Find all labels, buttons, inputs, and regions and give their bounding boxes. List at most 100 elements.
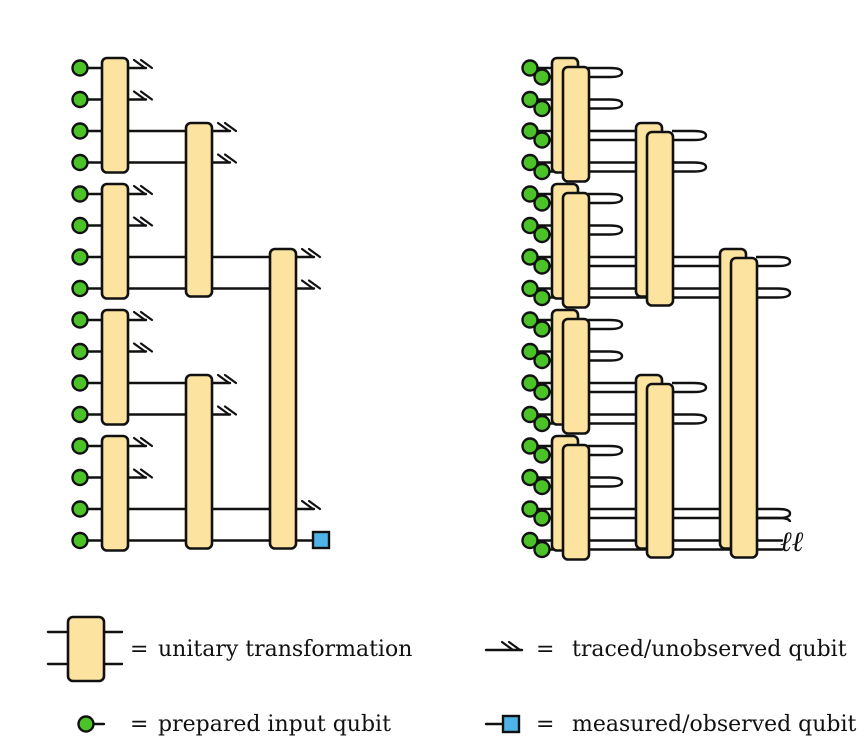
input-qubit xyxy=(71,500,89,518)
traced-slash xyxy=(139,342,154,353)
unitary-gate-layer3-copy xyxy=(729,256,759,559)
traced-slash xyxy=(132,310,147,322)
traced-output xyxy=(126,342,154,353)
unitary-gate-layer1-copy xyxy=(561,317,591,435)
traced-slash xyxy=(300,279,315,290)
input-qubit-copy xyxy=(533,162,551,181)
input-qubit-copy xyxy=(533,68,551,86)
input-qubit-copy xyxy=(533,540,551,559)
input-qubit xyxy=(71,248,89,266)
traced-output xyxy=(126,216,154,227)
input-qubit xyxy=(71,468,89,487)
input-qubit-copy xyxy=(533,414,551,433)
input-legend-symbol xyxy=(77,715,106,733)
input-qubit-copy xyxy=(533,351,551,370)
traced-loop xyxy=(672,161,708,173)
traced-slash xyxy=(132,436,147,448)
input-qubit xyxy=(521,279,539,298)
traced-slash xyxy=(139,310,154,322)
unitary-legend-equals: = xyxy=(130,637,148,662)
input-qubit xyxy=(71,374,89,392)
measured-legend-label: measured/observed qubit xyxy=(572,712,857,737)
traced-slash xyxy=(132,468,147,479)
input-qubit-copy xyxy=(533,194,551,212)
input-qubit xyxy=(521,531,539,550)
input-qubit xyxy=(521,437,539,455)
traced-slash xyxy=(139,58,154,70)
input-qubit xyxy=(521,405,539,424)
traced-slash xyxy=(139,216,154,227)
traced-loop xyxy=(588,350,624,362)
traced-loop xyxy=(588,318,624,331)
input-qubit xyxy=(71,90,89,109)
traced-output xyxy=(126,436,154,448)
unitary-gate-layer1-copy xyxy=(561,191,591,309)
traced-output xyxy=(126,468,154,479)
traced-loop xyxy=(588,444,624,457)
unitary-gate-layer1 xyxy=(100,308,130,426)
input-qubit-copy xyxy=(533,288,551,307)
input-qubit xyxy=(71,122,89,140)
traced-output xyxy=(210,373,238,385)
traced-slash xyxy=(139,436,154,448)
measured-legend-equals: = xyxy=(536,712,554,737)
traced-loop xyxy=(672,129,708,142)
input-qubit xyxy=(71,279,89,298)
traced-slash xyxy=(223,121,238,133)
unitary-gate-layer1 xyxy=(100,434,130,552)
unitary-gate-layer1-copy xyxy=(561,65,591,183)
traced-loop xyxy=(756,507,792,520)
input-qubit xyxy=(521,59,539,77)
traced-slash xyxy=(216,373,231,385)
traced-output xyxy=(210,153,238,164)
input-qubit xyxy=(71,405,89,424)
traced-loop xyxy=(588,66,624,79)
input-qubit-copy xyxy=(533,477,551,496)
legend-traced-slash xyxy=(507,640,522,652)
input-qubit-copy xyxy=(533,446,551,464)
unitary-gate-layer2-copy xyxy=(645,130,675,307)
traced-output xyxy=(126,184,154,196)
traced-slash xyxy=(139,184,154,196)
traced-legend-label: traced/unobserved qubit xyxy=(572,637,847,662)
input-qubit xyxy=(71,437,89,455)
traced-slash xyxy=(132,58,147,70)
input-qubit-copy xyxy=(533,383,551,401)
legend-traced-slash xyxy=(500,640,515,652)
traced-legend-equals: = xyxy=(536,637,554,662)
traced-legend-symbol xyxy=(484,640,524,652)
traced-output xyxy=(126,58,154,70)
measured-qubit xyxy=(311,530,331,550)
traced-loop xyxy=(588,192,624,205)
traced-slash xyxy=(223,373,238,385)
unitary-legend-symbol xyxy=(46,615,124,683)
traced-output xyxy=(294,247,322,259)
traced-output xyxy=(126,310,154,322)
traced-slash xyxy=(216,121,231,133)
traced-slash xyxy=(307,247,322,259)
input-qubit xyxy=(71,531,89,550)
input-qubit xyxy=(521,248,539,266)
unitary-gate-icon xyxy=(66,615,106,683)
traced-output xyxy=(294,279,322,290)
input-legend-equals: = xyxy=(130,712,148,737)
traced-slash xyxy=(216,153,231,164)
traced-output xyxy=(126,90,154,101)
output-curve xyxy=(756,516,792,523)
input-qubit xyxy=(521,374,539,392)
traced-slash xyxy=(216,405,231,416)
traced-slash xyxy=(300,247,315,259)
traced-loop xyxy=(588,98,624,110)
input-qubit xyxy=(521,153,539,172)
input-qubit xyxy=(521,342,539,361)
traced-slash xyxy=(132,342,147,353)
right-circuit xyxy=(521,56,792,561)
unitary-gate-layer1 xyxy=(100,56,130,174)
unitary-gate-layer2 xyxy=(184,373,214,550)
traced-slash xyxy=(139,468,154,479)
traced-loop xyxy=(588,476,624,488)
left-circuit xyxy=(71,56,331,552)
input-qubit xyxy=(71,153,89,172)
measured-qubit-icon xyxy=(501,714,521,734)
